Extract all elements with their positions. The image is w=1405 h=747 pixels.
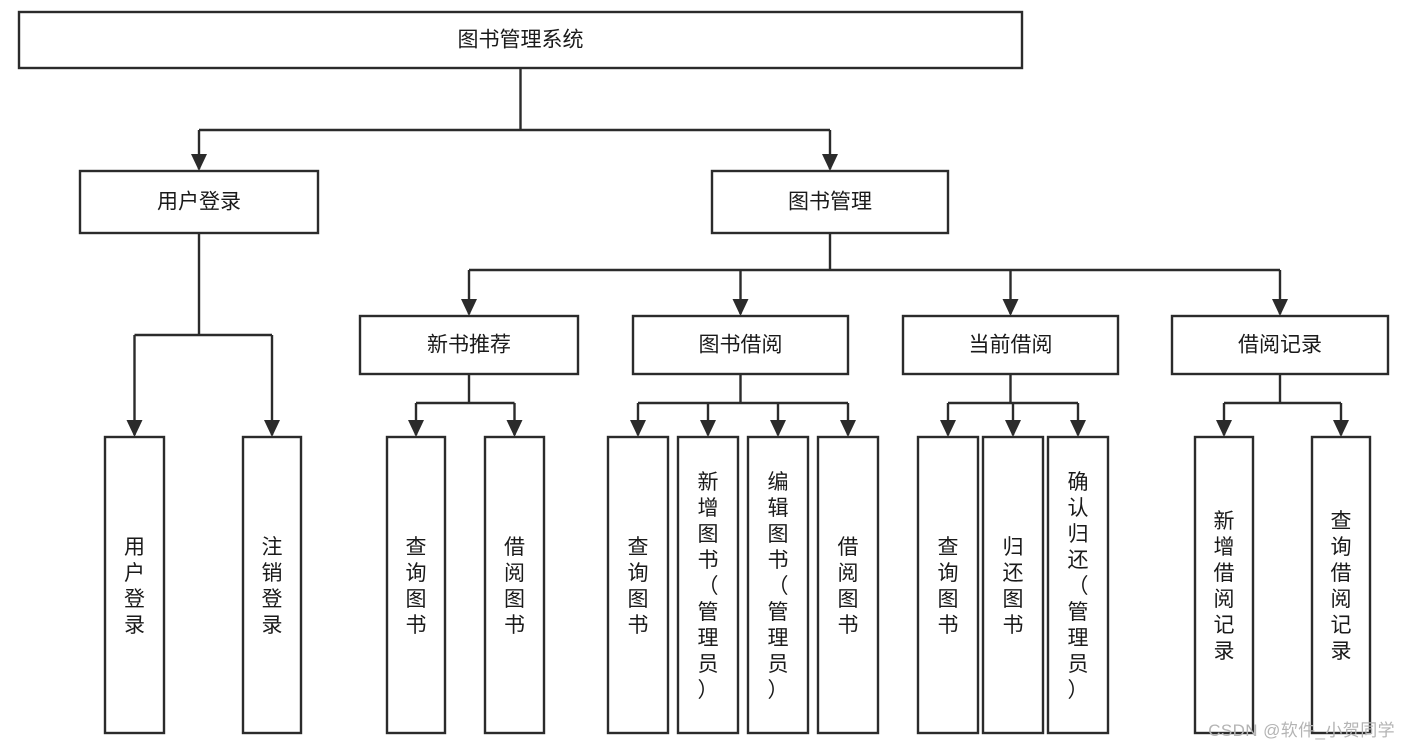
node-label: 新增借阅记录 <box>1214 510 1235 663</box>
connector-user-login-to-leaves <box>126 233 280 437</box>
node-label: 查询图书 <box>938 536 959 637</box>
arrow-head-icon <box>1333 420 1349 437</box>
node-layer: 图书管理系统用户登录图书管理新书推荐图书借阅当前借阅借阅记录用户登录注销登录查询… <box>17 10 1390 735</box>
node-label: 查询图书 <box>628 536 649 637</box>
node-box <box>710 169 950 235</box>
node-box <box>1046 435 1110 735</box>
node-box <box>241 435 303 735</box>
node-label: 注销登录 <box>262 536 283 637</box>
node-box <box>746 435 810 735</box>
node-user-login[interactable]: 用户登录 <box>103 435 166 735</box>
node-user-login[interactable]: 用户登录 <box>78 169 320 235</box>
connector-book-management-to-level2 <box>461 233 1288 316</box>
arrow-head-icon <box>822 154 838 171</box>
node-label: 借阅图书 <box>504 536 525 637</box>
arrow-head-icon <box>1005 420 1021 437</box>
node-label: 当前借阅 <box>969 334 1053 357</box>
node-box <box>17 10 1024 70</box>
arrow-head-icon <box>1272 299 1288 316</box>
node-query-borrow-record[interactable]: 查询借阅记录 <box>1310 435 1372 735</box>
node-label: 用户登录 <box>157 191 241 214</box>
node-box <box>103 435 166 735</box>
node-query-book[interactable]: 查询图书 <box>606 435 670 735</box>
arrow-head-icon <box>461 299 477 316</box>
node-box <box>1310 435 1372 735</box>
node-edit-book-admin[interactable]: 编辑图书（管理员） <box>746 435 810 735</box>
node-book-borrow[interactable]: 图书借阅 <box>631 314 850 376</box>
node-borrow-record[interactable]: 借阅记录 <box>1170 314 1390 376</box>
node-label: 查询借阅记录 <box>1331 510 1352 663</box>
node-label: 图书借阅 <box>699 334 783 357</box>
node-box <box>816 435 880 735</box>
node-current-borrow[interactable]: 当前借阅 <box>901 314 1120 376</box>
node-box <box>676 435 740 735</box>
arrow-head-icon <box>264 420 280 437</box>
node-return-book[interactable]: 归还图书 <box>981 435 1045 735</box>
node-add-borrow-record[interactable]: 新增借阅记录 <box>1193 435 1255 735</box>
connector-borrow-record-to-leaves <box>1216 374 1349 437</box>
connector-book-borrow-to-leaves <box>630 374 856 437</box>
arrow-head-icon <box>940 420 956 437</box>
node-box <box>358 314 580 376</box>
node-box <box>901 314 1120 376</box>
node-label: 借阅记录 <box>1238 334 1322 357</box>
node-box <box>1170 314 1390 376</box>
node-label: 图书管理系统 <box>458 29 584 52</box>
node-confirm-return-admin[interactable]: 确认归还（管理员） <box>1046 435 1110 735</box>
node-query-book[interactable]: 查询图书 <box>916 435 980 735</box>
node-box <box>78 169 320 235</box>
node-borrow-book[interactable]: 借阅图书 <box>816 435 880 735</box>
connector-current-borrow-to-leaves <box>940 374 1086 437</box>
node-label: 借阅图书 <box>838 536 859 637</box>
node-query-book[interactable]: 查询图书 <box>385 435 447 735</box>
arrow-head-icon <box>732 299 749 316</box>
node-book-management-system[interactable]: 图书管理系统 <box>17 10 1024 70</box>
node-label: 确认归还（管理员） <box>1068 471 1089 702</box>
node-label: 用户登录 <box>124 536 145 637</box>
node-label: 图书管理 <box>788 191 872 214</box>
node-box <box>606 435 670 735</box>
node-label: 查询图书 <box>406 536 427 637</box>
arrow-head-icon <box>506 420 523 437</box>
arrow-head-icon <box>126 420 143 437</box>
node-label: 编辑图书（管理员） <box>768 471 789 702</box>
node-box <box>916 435 980 735</box>
arrow-head-icon <box>700 420 716 437</box>
node-add-book-admin[interactable]: 新增图书（管理员） <box>676 435 740 735</box>
connector-root-to-level1 <box>191 68 838 171</box>
csdn-watermark: CSDN @软件_小贺同学 <box>1208 721 1395 740</box>
arrow-head-icon <box>630 420 646 437</box>
node-box <box>483 435 546 735</box>
arrow-head-icon <box>1070 420 1086 437</box>
node-label: 归还图书 <box>1003 536 1024 637</box>
node-logout[interactable]: 注销登录 <box>241 435 303 735</box>
node-book-management[interactable]: 图书管理 <box>710 169 950 235</box>
node-box <box>1193 435 1255 735</box>
connector-new-book-to-leaves <box>408 374 523 437</box>
node-box <box>981 435 1045 735</box>
node-borrow-book[interactable]: 借阅图书 <box>483 435 546 735</box>
arrow-head-icon <box>191 154 207 171</box>
arrow-head-icon <box>840 420 856 437</box>
connector-layer <box>126 68 1349 437</box>
node-label: 新增图书（管理员） <box>698 471 719 702</box>
node-box <box>385 435 447 735</box>
arrow-head-icon <box>408 420 424 437</box>
node-label: 新书推荐 <box>427 334 511 357</box>
arrow-head-icon <box>1216 420 1232 437</box>
arrow-head-icon <box>1002 299 1019 316</box>
node-box <box>631 314 850 376</box>
node-new-book-recommend[interactable]: 新书推荐 <box>358 314 580 376</box>
arrow-head-icon <box>770 420 786 437</box>
